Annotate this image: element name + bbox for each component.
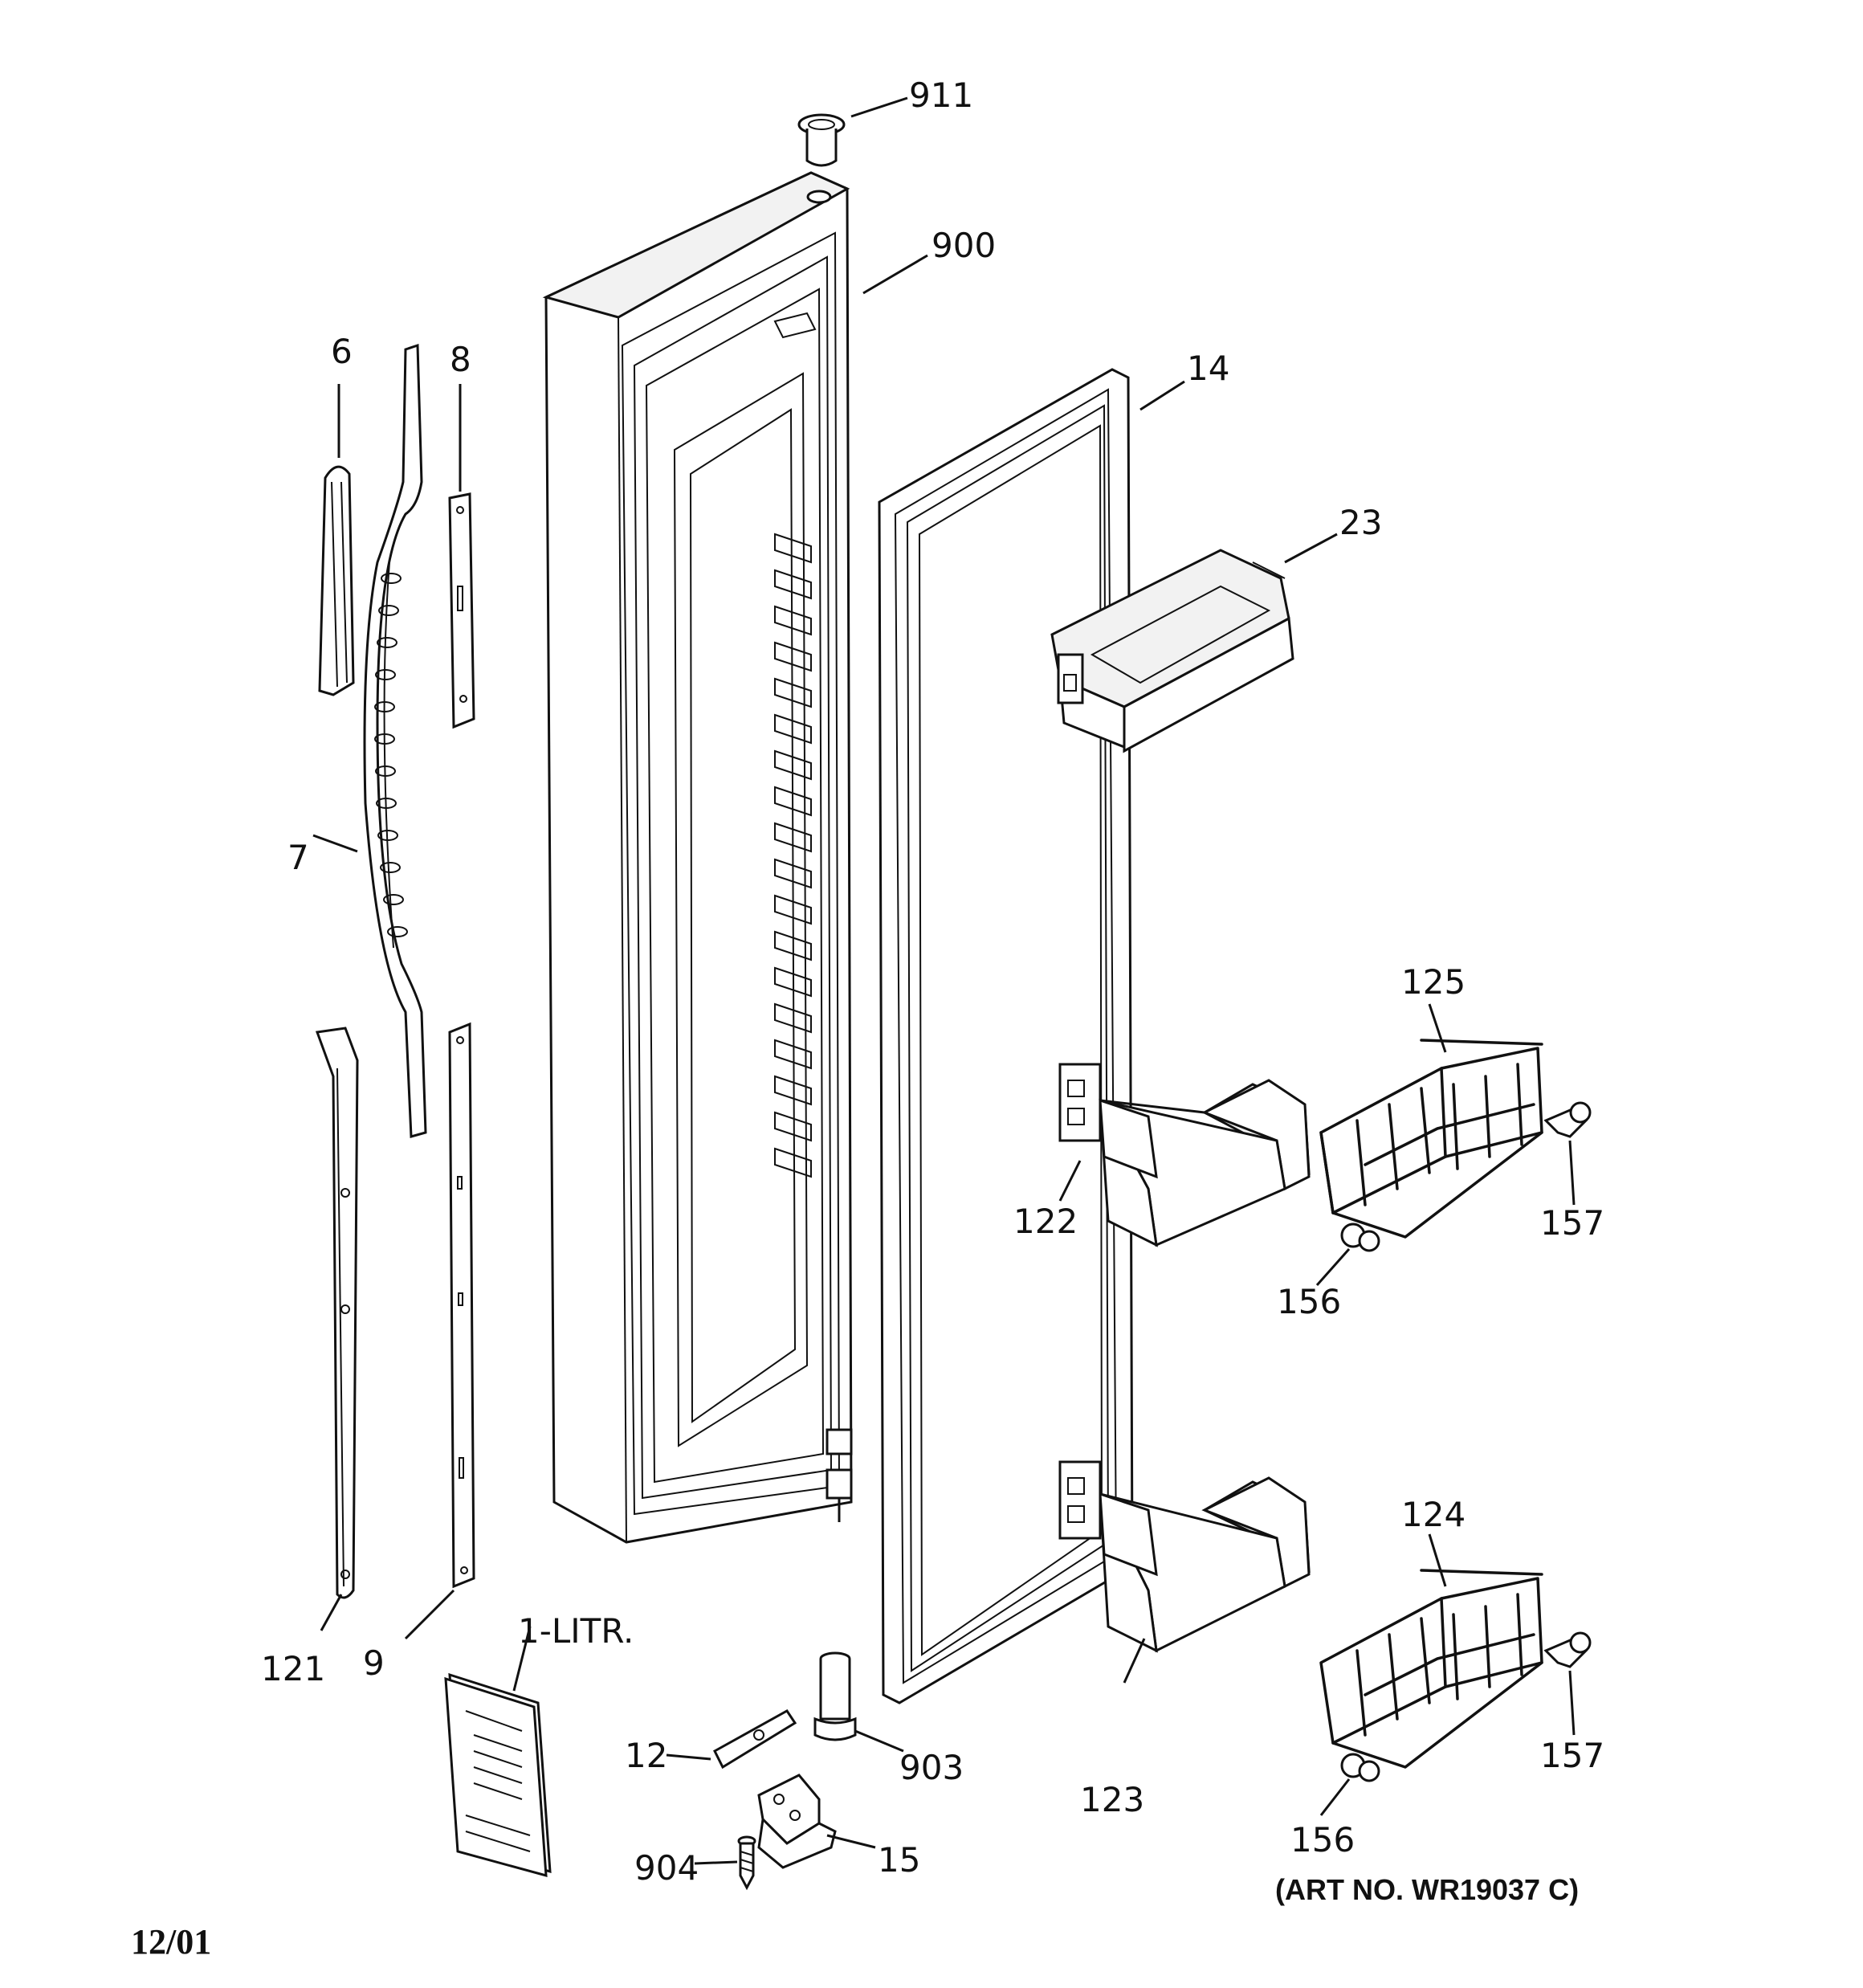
part-23-door-bin xyxy=(1050,549,1294,753)
callout-125: 125 xyxy=(1401,962,1466,1002)
callout-6: 6 xyxy=(331,332,353,371)
part-15-hinge xyxy=(757,1774,837,1869)
callout-123: 123 xyxy=(1080,1780,1144,1819)
callout-122: 122 xyxy=(1013,1202,1078,1241)
callout-157-upper: 157 xyxy=(1540,1203,1604,1243)
callout-121: 121 xyxy=(261,1649,325,1688)
callout-15: 15 xyxy=(878,1840,920,1880)
callout-124: 124 xyxy=(1401,1495,1466,1534)
callout-labels: 911 900 6 8 14 23 7 125 122 157 156 124 … xyxy=(261,76,1604,1888)
part-122-door-bin xyxy=(1058,1063,1311,1247)
part-6-handle-trim xyxy=(318,465,355,696)
part-911-bushing xyxy=(797,113,846,167)
part-903-hinge-pin xyxy=(813,1651,857,1741)
leader-lines xyxy=(312,96,1576,1865)
part-123-door-bin xyxy=(1058,1460,1311,1653)
part-157-clip-upper xyxy=(1543,1101,1592,1138)
part-125-wire-basket xyxy=(1319,1039,1543,1239)
callout-904: 904 xyxy=(634,1848,699,1888)
callout-156-lower: 156 xyxy=(1290,1820,1355,1859)
part-156-clip-upper xyxy=(1340,1223,1380,1252)
callout-23: 23 xyxy=(1339,503,1382,542)
callout-7: 7 xyxy=(287,838,309,877)
art-number: (ART NO. WR19037 C) xyxy=(1275,1873,1579,1906)
door-assembly-900 xyxy=(542,171,853,1544)
part-9-lower-strip xyxy=(448,1022,475,1589)
callout-157-lower: 157 xyxy=(1540,1736,1604,1775)
callout-9: 9 xyxy=(363,1643,385,1683)
part-157-clip-lower xyxy=(1543,1631,1592,1668)
handle-grip-ridges xyxy=(374,573,408,937)
part-904-screw xyxy=(737,1835,756,1891)
part-8-handle-strip xyxy=(448,492,475,729)
bin-support-ladder xyxy=(774,533,812,1178)
part-7-handle xyxy=(363,343,427,1138)
callout-12: 12 xyxy=(625,1736,667,1775)
part-12-shim xyxy=(713,1709,797,1770)
date-code: 12/01 xyxy=(131,1922,211,1961)
part-156-clip-lower xyxy=(1340,1753,1380,1782)
callout-911: 911 xyxy=(909,76,973,115)
callout-900: 900 xyxy=(932,226,996,265)
part-124-wire-basket xyxy=(1319,1569,1543,1769)
part-1-literature xyxy=(444,1672,552,1878)
callout-156-upper: 156 xyxy=(1277,1282,1341,1321)
callout-1-litr: 1-LITR. xyxy=(518,1611,634,1651)
part-121-lower-trim xyxy=(315,1027,359,1599)
callout-8: 8 xyxy=(450,340,471,379)
callout-903: 903 xyxy=(899,1748,964,1787)
callout-14: 14 xyxy=(1187,349,1229,388)
